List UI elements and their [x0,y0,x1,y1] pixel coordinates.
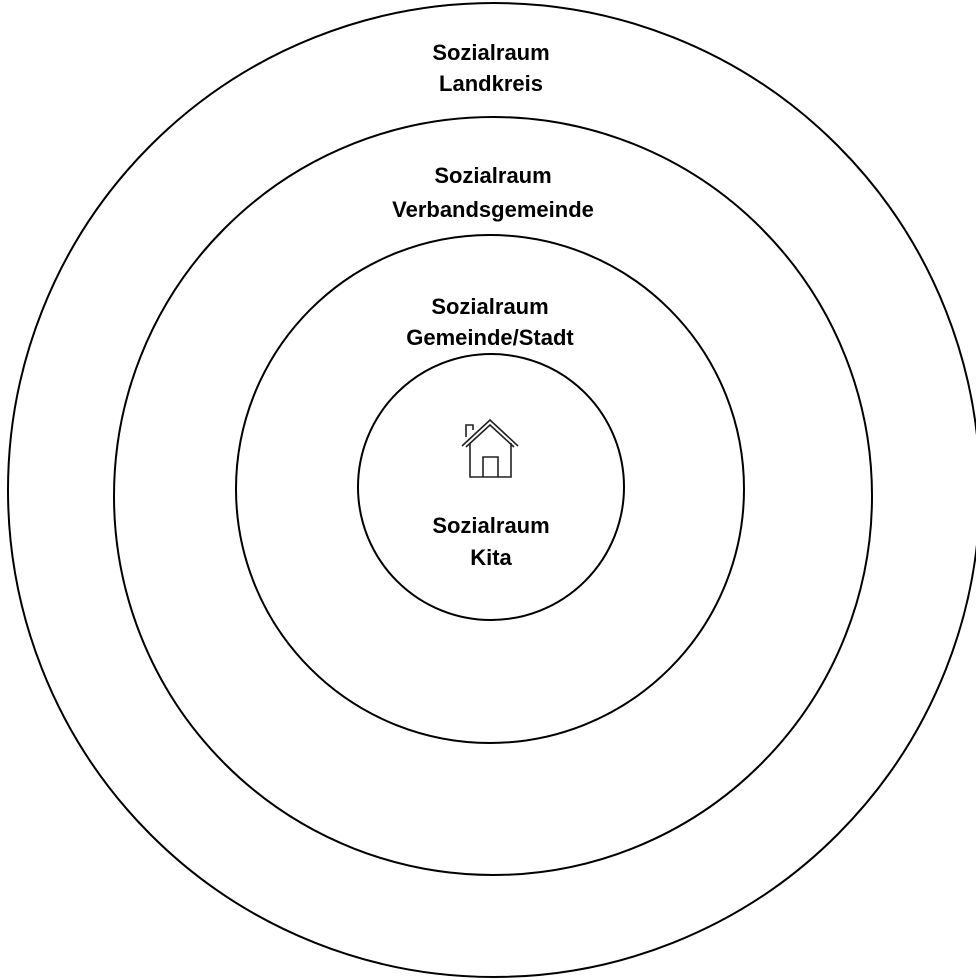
ring-gemeinde-stadt-circle [235,234,745,744]
ring-kita-label-line1: Sozialraum [432,513,549,538]
ring-verbandsgemeinde-label-line1: Sozialraum [434,163,551,188]
ring-landkreis-circle [7,2,976,978]
ring-verbandsgemeinde-circle [113,116,873,876]
ring-kita: Sozialraum Kita [357,353,625,621]
ring-verbandsgemeinde-label-line2: Verbandsgemeinde [392,197,594,222]
ring-kita-circle [357,353,625,621]
ring-kita-label-line2: Kita [470,545,512,570]
ring-gemeinde-stadt: Sozialraum Gemeinde/Stadt [235,234,745,744]
ring-landkreis: Sozialraum Landkreis [7,2,976,978]
ring-landkreis-label-line1: Sozialraum [432,40,549,65]
ring-landkreis-label-line2: Landkreis [439,71,543,96]
ring-gemeinde-stadt-label-line2: Gemeinde/Stadt [406,325,574,350]
ring-verbandsgemeinde: Sozialraum Verbandsgemeinde [113,116,873,876]
house-icon [461,418,519,478]
ring-gemeinde-stadt-label-line1: Sozialraum [431,294,548,319]
